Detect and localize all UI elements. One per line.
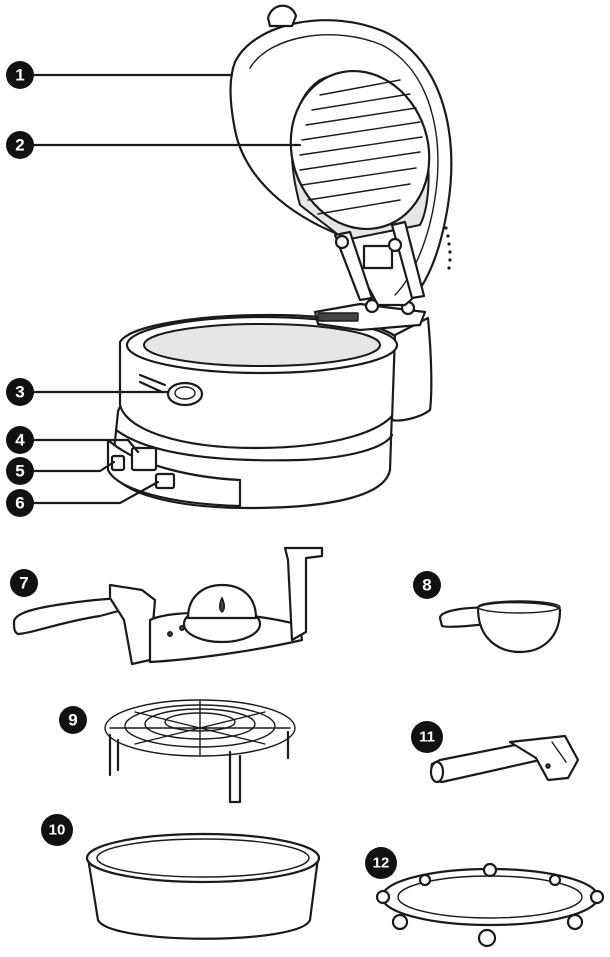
svg-text:8: 8 <box>422 576 431 595</box>
callout-3: 3 <box>6 378 34 406</box>
callout-11: 11 <box>411 721 443 753</box>
measuring-spoon <box>440 601 560 652</box>
callout-8: 8 <box>413 571 441 599</box>
callout-1: 1 <box>6 61 34 89</box>
pan-handle <box>431 736 578 782</box>
svg-text:11: 11 <box>419 729 435 746</box>
fryer-bowl-opening <box>144 324 380 366</box>
callout-6: 6 <box>6 489 34 517</box>
svg-text:4: 4 <box>15 431 25 450</box>
callout-5: 5 <box>6 457 34 485</box>
svg-text:2: 2 <box>15 136 24 155</box>
svg-text:3: 3 <box>15 383 24 402</box>
fryer-rear-housing <box>392 318 431 421</box>
svg-text:9: 9 <box>68 711 77 730</box>
svg-text:5: 5 <box>15 462 24 481</box>
callout-12: 12 <box>365 847 397 879</box>
svg-text:10: 10 <box>49 822 66 839</box>
grill-rack <box>105 700 295 802</box>
svg-text:6: 6 <box>15 494 24 513</box>
baking-pan <box>87 834 319 939</box>
callout-7: 7 <box>10 569 38 597</box>
callout-9: 9 <box>59 706 87 734</box>
support-ring <box>377 864 603 946</box>
fryer-lid[interactable] <box>230 6 451 305</box>
control-button-4[interactable] <box>132 448 156 470</box>
svg-text:12: 12 <box>373 855 390 872</box>
fryer-main-unit <box>108 6 452 508</box>
control-button-6[interactable] <box>156 474 174 488</box>
svg-text:1: 1 <box>15 66 24 85</box>
svg-text:7: 7 <box>19 574 28 593</box>
stirring-paddle <box>14 548 322 664</box>
callout-4: 4 <box>6 426 34 454</box>
callout-2: 2 <box>6 131 34 159</box>
callout-10: 10 <box>41 814 73 846</box>
